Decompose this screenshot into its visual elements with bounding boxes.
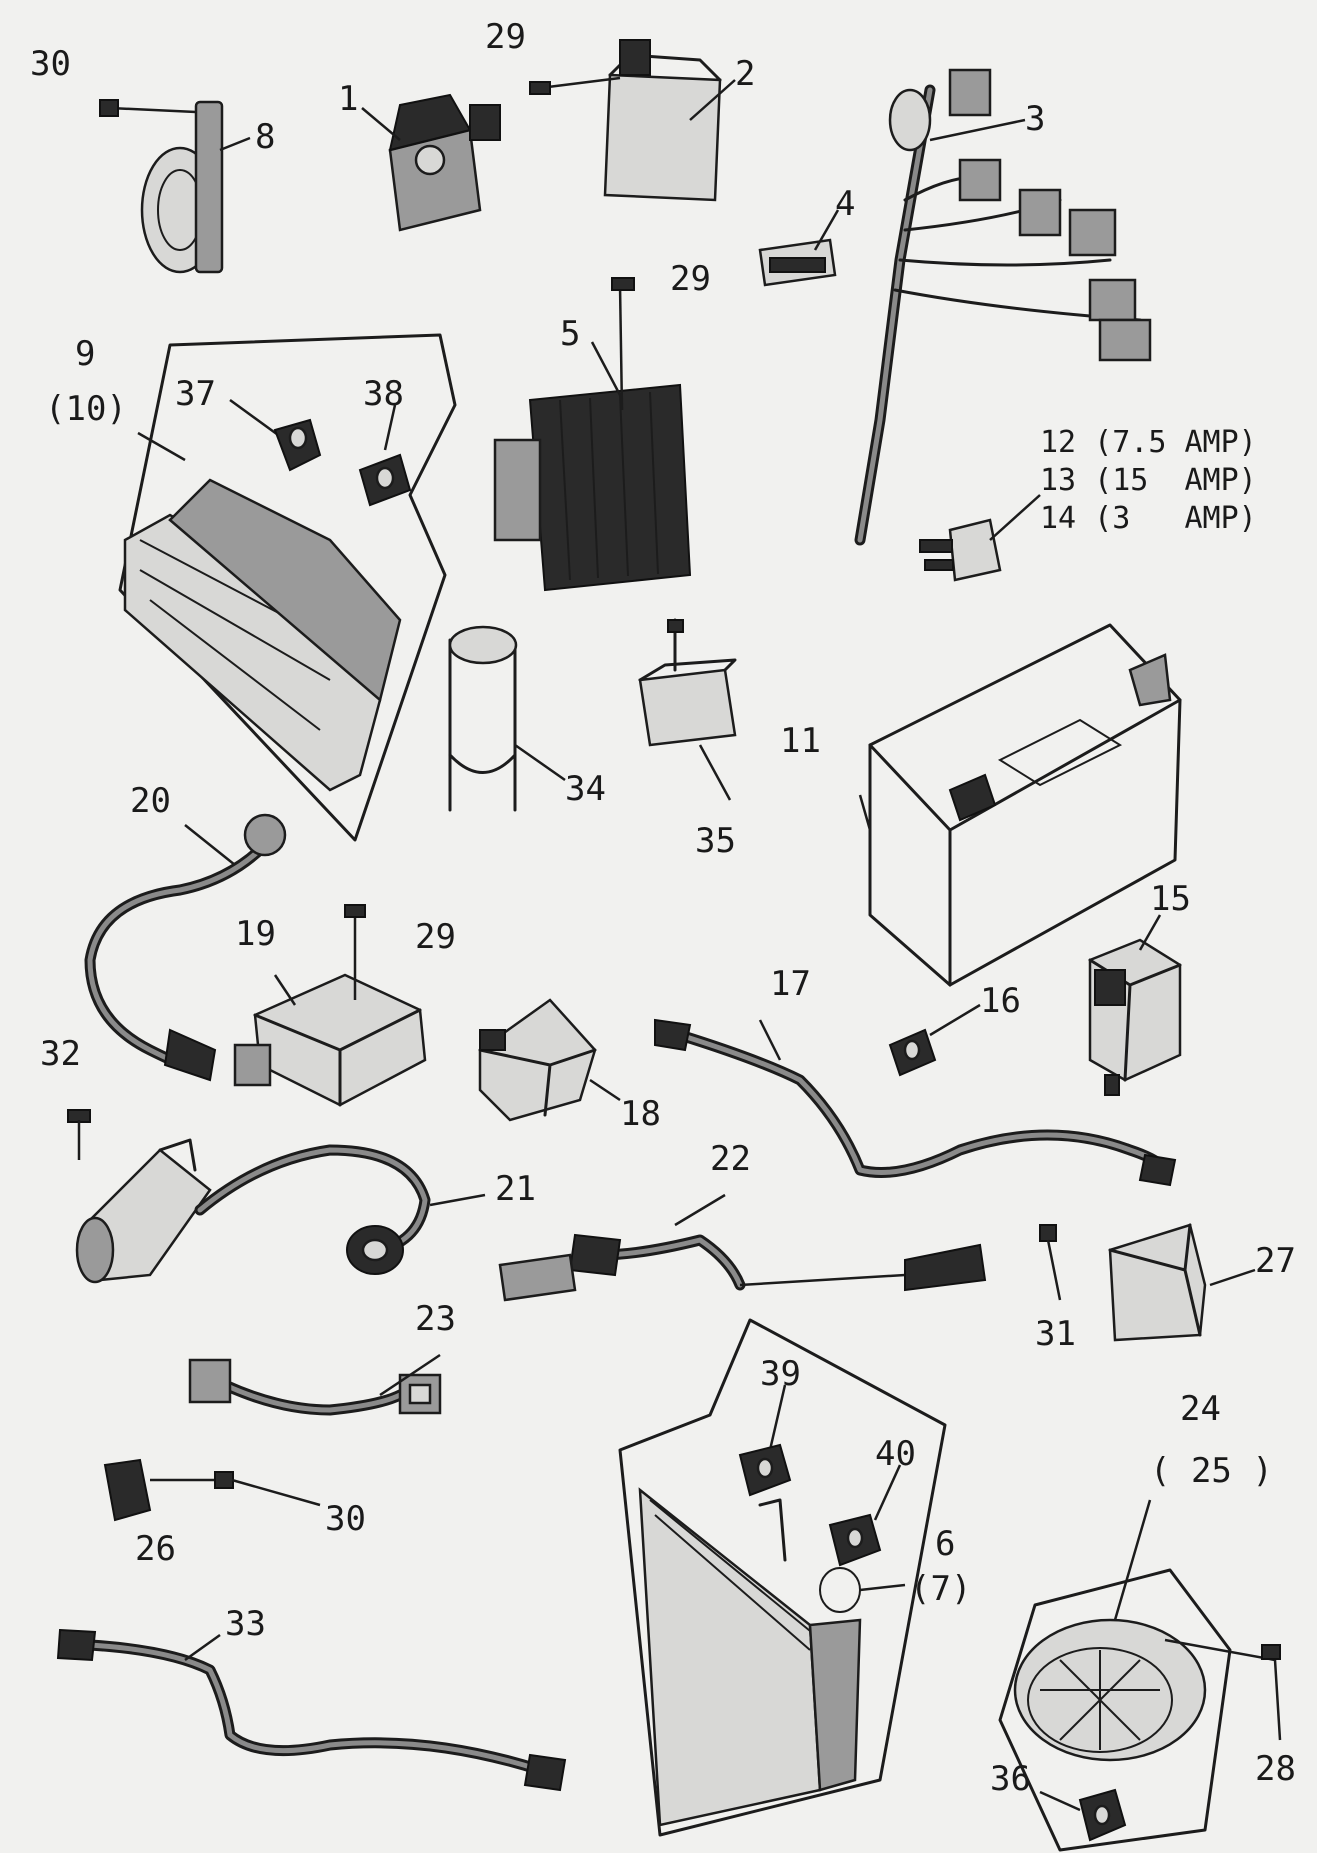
label-8: 8 — [255, 117, 275, 157]
part-17-wire — [654, 1018, 1177, 1187]
label-23: 23 — [415, 1299, 456, 1339]
label-13: 13 (15 AMP) — [1040, 463, 1257, 498]
part-26-switch — [103, 1458, 321, 1522]
leader-12-14 — [989, 494, 1041, 541]
label-2: 2 — [735, 54, 755, 94]
label-29-low: 29 — [415, 917, 456, 957]
part-16-sensor — [888, 1003, 981, 1077]
part-12-13-14-fuse — [919, 518, 1002, 582]
part-1-starter-relay — [388, 93, 501, 232]
part-15-relay — [1088, 914, 1182, 1096]
label-1: 1 — [338, 79, 358, 119]
part-3-wiring-harness — [854, 68, 1152, 546]
part-8-horn — [99, 99, 224, 274]
leader-5 — [590, 341, 622, 396]
label-25: ( 25 ) — [1150, 1451, 1273, 1491]
label-35: 35 — [695, 821, 736, 861]
part-32-bolt — [67, 1109, 91, 1160]
label-38: 38 — [363, 374, 404, 414]
label-6: 6 — [935, 1524, 955, 1564]
label-24: 24 — [1180, 1389, 1221, 1429]
label-37: 37 — [175, 374, 216, 414]
label-36: 36 — [990, 1759, 1031, 1799]
leader-8 — [219, 136, 251, 152]
label-10: (10) — [45, 389, 127, 429]
label-11: 11 — [780, 721, 821, 761]
part-9-tail-light — [118, 333, 457, 842]
label-18: 18 — [620, 1094, 661, 1134]
label-5: 5 — [560, 314, 580, 354]
label-34: 34 — [565, 769, 606, 809]
part-33-wire — [56, 1628, 567, 1792]
part-24-round-light — [998, 1499, 1282, 1852]
part-36-bulb — [1039, 1788, 1127, 1842]
part-38-bulb — [358, 404, 412, 507]
part-5-regulator-rectifier — [493, 277, 692, 592]
part-34-cylinder — [448, 625, 566, 812]
part-40-bulb — [828, 1464, 902, 1567]
part-21-starter-motor — [75, 1138, 486, 1284]
label-14: 14 (3 AMP) — [1040, 501, 1257, 536]
label-26: 26 — [135, 1529, 176, 1569]
label-3: 3 — [1025, 99, 1045, 139]
part-22-cable — [498, 1193, 987, 1302]
label-39: 39 — [760, 1354, 801, 1394]
label-32: 32 — [40, 1034, 81, 1074]
part-4-switch — [758, 238, 837, 287]
label-16: 16 — [980, 981, 1021, 1021]
part-39-bulb — [738, 1384, 792, 1497]
part-23-cable — [188, 1353, 442, 1416]
label-29: 29 — [485, 17, 526, 57]
part-18-flasher-relay — [478, 998, 621, 1122]
part-2-cdi-unit — [529, 39, 722, 202]
label-30-low: 30 — [325, 1499, 366, 1539]
callout-labels: 30 1 29 2 8 3 4 29 5 9 (10) 37 38 12 (7.… — [30, 17, 1296, 1799]
label-27: 27 — [1255, 1241, 1296, 1281]
label-30: 30 — [30, 44, 71, 84]
label-17: 17 — [770, 964, 811, 1004]
part-20-ignition-coil — [84, 813, 287, 1082]
label-21: 21 — [495, 1169, 536, 1209]
part-35-relay — [638, 618, 737, 801]
label-19: 19 — [235, 914, 276, 954]
label-15: 15 — [1150, 879, 1191, 919]
label-22: 22 — [710, 1139, 751, 1179]
label-29-mid: 29 — [670, 259, 711, 299]
label-7: (7) — [910, 1569, 971, 1609]
part-27-block — [1108, 1223, 1256, 1342]
label-20: 20 — [130, 781, 171, 821]
label-31: 31 — [1035, 1314, 1076, 1354]
label-33: 33 — [225, 1604, 266, 1644]
leader-1 — [361, 107, 401, 141]
part-19-control-module — [233, 904, 427, 1107]
part-31-screw — [1039, 1224, 1062, 1301]
label-9: 9 — [75, 334, 95, 374]
label-4: 4 — [835, 184, 855, 224]
leader-4 — [813, 209, 840, 251]
label-40: 40 — [875, 1434, 916, 1474]
part-37-bulb — [229, 398, 322, 472]
label-28: 28 — [1255, 1749, 1296, 1789]
leader-3 — [929, 118, 1026, 142]
label-12: 12 (7.5 AMP) — [1040, 425, 1257, 460]
leader-2 — [689, 79, 736, 121]
leader-9 — [137, 431, 186, 462]
part-11-battery — [858, 623, 1182, 987]
part-6-headlight — [618, 1318, 947, 1837]
